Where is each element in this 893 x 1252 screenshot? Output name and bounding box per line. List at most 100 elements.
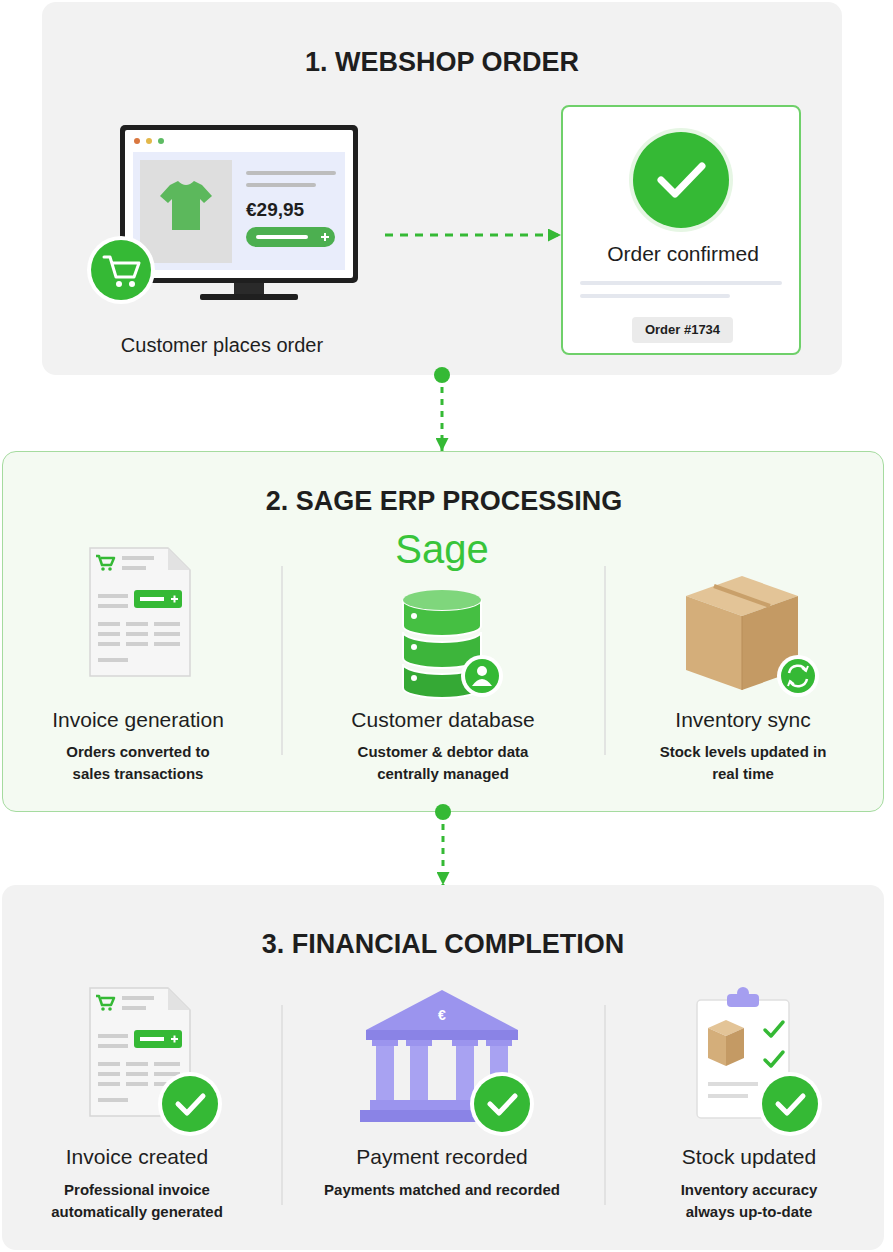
column-separator [604, 1005, 606, 1205]
monitor-illustration [120, 125, 358, 283]
clipboard-checklist [727, 994, 759, 1007]
invoice-document [154, 1082, 180, 1086]
section-heading: 2. SAGE ERP PROCESSING [3, 484, 885, 518]
monitor-illustration [321, 233, 329, 241]
invoice-document [171, 596, 178, 603]
monitor-illustration [140, 160, 232, 263]
monitor-illustration [200, 294, 298, 300]
cart-badge [87, 236, 155, 304]
check-badge [178, 1096, 203, 1113]
invoice-document [101, 1007, 105, 1011]
database-symbol [403, 600, 481, 636]
step-title: Payment recorded [302, 1144, 582, 1170]
invoice-document [98, 1044, 128, 1048]
placeholder-lines [580, 281, 782, 298]
invoice-document [171, 1036, 178, 1043]
check-badge [778, 1096, 803, 1113]
step-title: Customer database [303, 707, 583, 733]
clipboard-checklist [708, 1028, 726, 1066]
check-badge [158, 1072, 222, 1136]
database-symbol [411, 613, 417, 619]
check-badge [661, 166, 702, 194]
sync-badge [802, 666, 808, 671]
bank-building [370, 1100, 514, 1110]
invoice-document [154, 632, 180, 636]
invoice-document [126, 1062, 148, 1066]
column-separator [604, 566, 606, 755]
sync-badge [789, 666, 806, 673]
bank-building [452, 1040, 478, 1046]
monitor-illustration [246, 227, 335, 247]
cardboard-box [686, 576, 798, 690]
currency-symbol: € [430, 1006, 454, 1024]
monitor-illustration [246, 183, 316, 187]
clipboard-checklist [708, 1094, 748, 1098]
monitor-illustration [146, 138, 152, 144]
bank-building [366, 1030, 518, 1040]
user-badge [461, 655, 503, 697]
order-number: Order #1734 [632, 317, 733, 343]
database-symbol [403, 664, 481, 698]
invoice-document [168, 548, 190, 570]
monitor-illustration [160, 181, 212, 230]
sync-badge [777, 655, 819, 697]
database-symbol [411, 675, 417, 681]
sync-badge [788, 681, 794, 686]
invoice-document [122, 556, 154, 560]
section-band: Invoice generationOrders converted to sa… [2, 451, 884, 812]
invoice-document [98, 1082, 120, 1086]
invoice-document [98, 1072, 120, 1076]
bank-building [372, 1040, 398, 1046]
cardboard-box [686, 596, 742, 690]
invoice-document [122, 1006, 146, 1010]
placeholder-lines [580, 281, 782, 285]
invoice-document [126, 1072, 148, 1076]
connector-line [441, 375, 444, 451]
clipboard-checklist [708, 1082, 758, 1086]
invoice-document [154, 1072, 180, 1076]
column-separator [282, 566, 605, 1205]
clipboard-checklist [697, 987, 789, 1118]
check-badge [470, 1072, 534, 1136]
cart-badge [129, 281, 135, 287]
invoice-document [126, 632, 148, 636]
step-description: Payments matched and recorded [307, 1179, 577, 1201]
database-symbol [411, 644, 417, 650]
monitor-illustration [133, 152, 345, 270]
monitor-illustration [125, 130, 353, 278]
invoice-document [126, 1082, 148, 1086]
cart-badge [116, 281, 122, 287]
placeholder-lines [580, 294, 730, 298]
user-badge [477, 666, 487, 676]
check-badge [758, 1072, 822, 1136]
cardboard-box [686, 576, 798, 616]
invoice-document [98, 594, 128, 598]
section-heading: 1. WEBSHOP ORDER [42, 45, 842, 79]
step-title: Invoice created [17, 1144, 257, 1170]
flow-connector [434, 367, 450, 451]
invoice-document [168, 988, 190, 1010]
cardboard-box [742, 616, 743, 690]
invoice-document [98, 1098, 128, 1102]
process-step: Inventory syncStock levels updated in re… [623, 531, 868, 801]
connector-dot [434, 367, 450, 383]
invoice-document [108, 1007, 112, 1011]
check-badge [762, 1076, 818, 1132]
invoice-document [90, 548, 190, 676]
invoice-document [98, 642, 120, 646]
invoice-document [90, 548, 190, 676]
bank-building [456, 1046, 474, 1100]
step-description: Inventory accuracy always up-to-date [664, 1179, 834, 1223]
clipboard-checklist [765, 1022, 783, 1036]
invoice-document [134, 1030, 182, 1048]
monitor-illustration [256, 235, 308, 239]
invoice-document [140, 1037, 164, 1041]
step-description: Orders converted to sales transactions [53, 741, 223, 785]
section-heading: 3. FINANCIAL COMPLETION [2, 927, 884, 961]
step-description: Stock levels updated in real time [658, 741, 828, 785]
cart-badge [91, 240, 151, 300]
result-step: Payment recordedPayments matched and rec… [302, 975, 587, 1235]
invoice-document [154, 622, 180, 626]
